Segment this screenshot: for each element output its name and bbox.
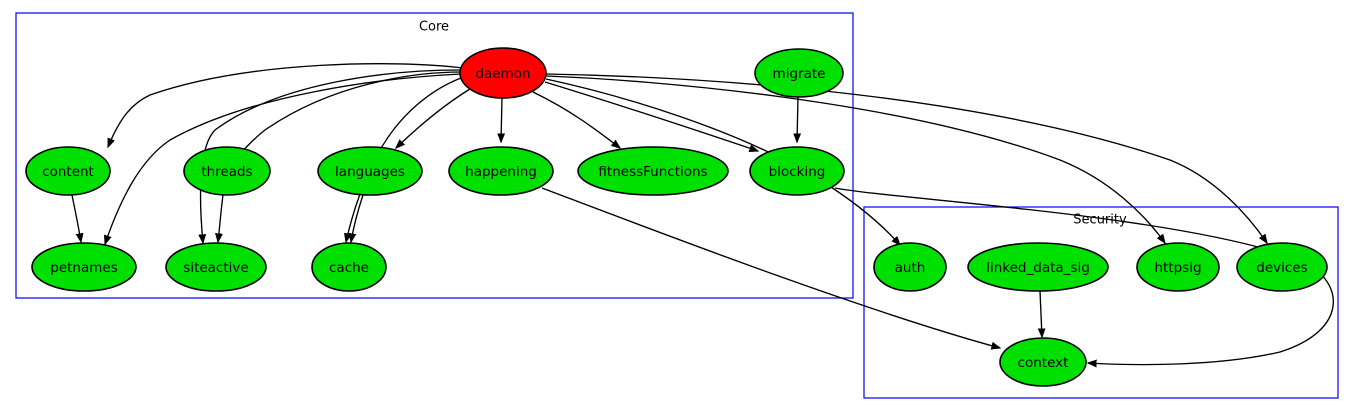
edge-content-to-petnames [71,194,81,242]
node-label-happening: happening [465,164,537,180]
node-fitnessFunctions[interactable]: fitnessFunctions [577,146,729,196]
node-label-daemon: daemon [475,66,530,82]
edge-happening-to-context [541,187,1000,348]
node-linked_data_sig[interactable]: linked_data_sig [967,242,1109,292]
node-label-blocking: blocking [769,164,826,180]
node-shape-context[interactable] [999,337,1087,387]
node-label-cache: cache [329,260,369,276]
node-httpsig[interactable]: httpsig [1136,242,1220,292]
cluster-label-core: Core [419,20,449,35]
node-shape-siteactive[interactable] [165,242,267,292]
node-label-siteactive: siteactive [183,260,248,276]
edge-daemon-to-httpsig [545,75,1165,243]
edge-daemon-to-devices [545,73,1267,243]
node-shape-cache[interactable] [311,242,387,292]
edge-threads-to-siteactive [218,194,224,242]
edge-daemon-to-blocking [544,81,758,151]
edge-languages-to-cache [351,194,364,242]
edge-daemon-to-threads [236,71,463,158]
node-daemon[interactable]: daemon [459,47,547,99]
node-petnames[interactable]: petnames [31,242,137,292]
node-label-linked_data_sig: linked_data_sig [986,260,1090,276]
node-label-auth: auth [895,260,926,276]
node-shape-auth[interactable] [873,242,947,292]
node-label-languages: languages [335,164,405,180]
node-label-context: context [1018,355,1069,371]
node-content[interactable]: content [25,146,111,196]
cluster-label-backdrop-core [400,18,468,36]
cluster-label-security: Security [1073,213,1127,228]
node-threads[interactable]: threads [183,146,271,196]
node-migrate[interactable]: migrate [754,48,844,98]
cluster-core: Core [15,12,854,299]
node-shape-httpsig[interactable] [1136,242,1220,292]
node-label-httpsig: httpsig [1154,260,1201,276]
node-shape-linked_data_sig[interactable] [967,242,1109,292]
edge-linked_data_sig-to-context [1040,290,1042,337]
cluster-security: Security [863,206,1339,399]
node-shape-daemon[interactable] [459,47,547,99]
cluster-border-core [15,12,854,299]
node-languages[interactable]: languages [317,146,423,196]
node-blocking[interactable]: blocking [749,146,845,196]
edge-daemon-to-content [107,62,464,147]
node-cache[interactable]: cache [311,242,387,292]
node-label-content: content [42,164,94,180]
node-shape-fitnessFunctions[interactable] [577,146,729,196]
node-label-devices: devices [1256,260,1307,276]
node-label-threads: threads [201,164,252,180]
node-shape-content[interactable] [25,146,111,196]
edge-daemon-to-fitnessFunctions [532,91,620,148]
edge-migrate-to-blocking [797,96,798,142]
node-auth[interactable]: auth [873,242,947,292]
node-context[interactable]: context [999,337,1087,387]
node-shape-migrate[interactable] [754,48,844,98]
node-shape-blocking[interactable] [749,146,845,196]
node-shape-devices[interactable] [1236,242,1328,292]
node-shape-happening[interactable] [448,146,554,196]
node-happening[interactable]: happening [448,146,554,196]
node-shape-threads[interactable] [183,146,271,196]
node-shape-languages[interactable] [317,146,423,196]
nodes-layer: daemon migrate content threads languages happ… [25,47,1328,387]
cluster-border-security [863,206,1339,399]
node-shape-petnames[interactable] [31,242,137,292]
node-label-fitnessFunctions: fitnessFunctions [598,164,707,180]
node-devices[interactable]: devices [1236,242,1328,292]
edge-daemon-to-happening [501,97,502,142]
edges-layer [71,62,1334,365]
node-label-migrate: migrate [773,66,826,82]
node-siteactive[interactable]: siteactive [165,242,267,292]
edge-daemon-to-languages [396,88,471,148]
node-label-petnames: petnames [50,260,118,276]
edge-daemon-to-petnames [105,73,462,244]
